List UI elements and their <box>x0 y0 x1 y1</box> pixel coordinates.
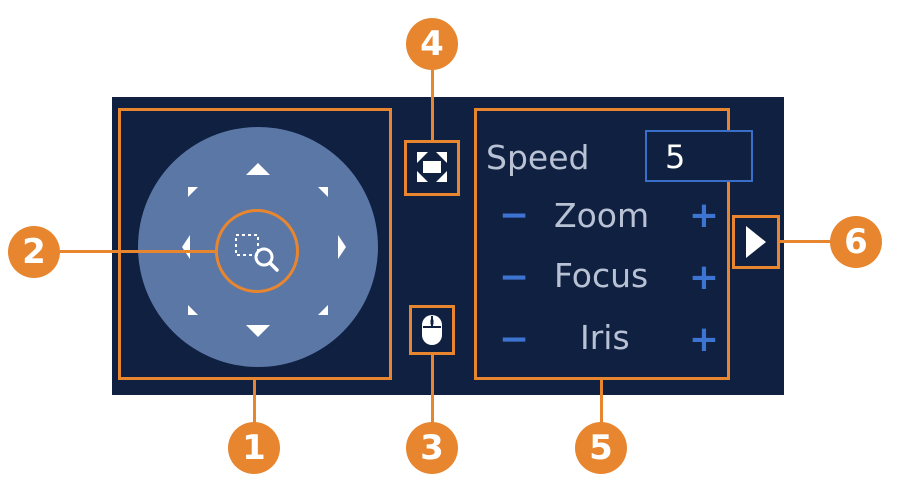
leader-line-6 <box>780 240 830 243</box>
zoom-plus-button[interactable]: + <box>688 195 720 236</box>
play-arrow-icon <box>746 226 766 258</box>
focus-minus-button[interactable]: − <box>498 257 530 298</box>
iris-minus-button[interactable]: − <box>498 319 530 360</box>
callout-6: 6 <box>830 216 882 268</box>
callout-3: 3 <box>406 422 458 474</box>
highlight-zoom-area <box>215 209 299 293</box>
iris-plus-button[interactable]: + <box>688 319 720 360</box>
zoom-label: Zoom <box>554 196 650 235</box>
pan-left-arrow-icon[interactable] <box>182 235 190 259</box>
pan-up-right-arrow-icon[interactable] <box>318 187 328 197</box>
highlight-ptz-controls <box>474 108 730 380</box>
zoom-minus-button[interactable]: − <box>498 195 530 236</box>
highlight-fullscreen <box>404 140 460 196</box>
callout-2: 2 <box>8 226 60 278</box>
leader-line-3 <box>431 355 434 424</box>
callout-1: 1 <box>228 422 280 474</box>
fullscreen-icon <box>417 152 447 182</box>
pan-down-right-arrow-icon[interactable] <box>318 305 328 315</box>
focus-label: Focus <box>554 256 649 295</box>
pan-down-left-arrow-icon[interactable] <box>188 305 198 315</box>
pan-right-arrow-icon[interactable] <box>338 235 346 259</box>
highlight-expand <box>732 215 780 269</box>
highlight-mouse <box>409 305 455 355</box>
leader-line-1 <box>253 380 256 424</box>
leader-line-5 <box>600 380 603 424</box>
mouse-icon <box>422 315 442 345</box>
fullscreen-button[interactable] <box>415 150 449 184</box>
callout-5: 5 <box>575 422 627 474</box>
focus-plus-button[interactable]: + <box>688 257 720 298</box>
pan-up-arrow-icon[interactable] <box>246 163 270 175</box>
leader-line-4 <box>431 70 434 140</box>
callout-4: 4 <box>406 18 458 70</box>
pan-up-left-arrow-icon[interactable] <box>188 187 198 197</box>
mouse-button[interactable] <box>420 313 444 347</box>
speed-label: Speed <box>486 138 590 177</box>
expand-button[interactable] <box>744 224 768 260</box>
highlight-direction-pad <box>118 108 392 380</box>
leader-line-2 <box>60 250 217 253</box>
pan-down-arrow-icon[interactable] <box>246 325 270 337</box>
speed-input[interactable]: 5 <box>645 130 753 182</box>
iris-label: Iris <box>580 318 630 357</box>
